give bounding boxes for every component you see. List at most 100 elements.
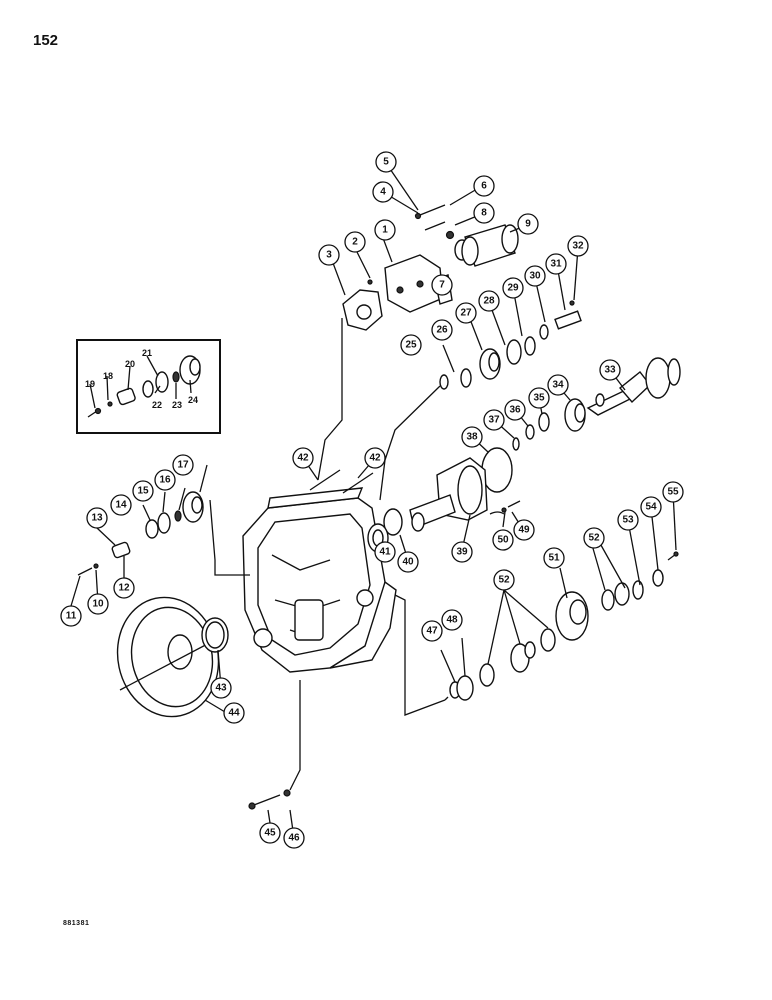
svg-text:13: 13: [91, 513, 103, 524]
callout-11: 11: [60, 605, 82, 627]
svg-text:42: 42: [297, 453, 309, 464]
svg-text:47: 47: [426, 626, 438, 637]
svg-text:14: 14: [115, 500, 127, 511]
callout-28: 28: [478, 290, 500, 312]
svg-text:48: 48: [446, 615, 458, 626]
svg-text:43: 43: [215, 683, 227, 694]
callout-1: 1: [374, 219, 396, 241]
callout-27: 27: [455, 302, 477, 324]
footer-code: 881381: [63, 920, 90, 927]
callout-43: 43: [210, 677, 232, 699]
callout-2: 2: [344, 231, 366, 253]
callout-42-right: 42: [364, 447, 386, 469]
svg-text:33: 33: [604, 365, 616, 376]
svg-text:27: 27: [460, 308, 472, 319]
inset-label-22: 22: [152, 400, 162, 410]
callout-49: 49: [513, 519, 535, 541]
svg-text:49: 49: [518, 525, 530, 536]
callout-31: 31: [545, 253, 567, 275]
svg-text:34: 34: [552, 380, 564, 391]
callout-9: 9: [517, 213, 539, 235]
svg-text:12: 12: [118, 583, 130, 594]
svg-text:10: 10: [92, 599, 104, 610]
callout-50: 50: [492, 529, 514, 551]
callout-3: 3: [318, 244, 340, 266]
upper-shaft-parts: [439, 300, 681, 432]
callout-7: 7: [431, 274, 453, 296]
svg-text:5: 5: [383, 157, 389, 168]
svg-text:31: 31: [550, 259, 562, 270]
svg-text:8: 8: [481, 208, 487, 219]
output-shaft-assembly: [367, 412, 550, 553]
callout-51: 51: [543, 547, 565, 569]
svg-text:52: 52: [498, 575, 510, 586]
svg-text:54: 54: [645, 502, 657, 513]
inset-label-18: 18: [103, 371, 113, 381]
inset-label-23: 23: [172, 400, 182, 410]
svg-text:30: 30: [529, 271, 541, 282]
callout-54: 54: [640, 496, 662, 518]
svg-text:25: 25: [405, 340, 417, 351]
svg-text:45: 45: [264, 828, 276, 839]
svg-text:4: 4: [380, 187, 386, 198]
svg-text:37: 37: [488, 415, 500, 426]
callout-4: 4: [372, 181, 394, 203]
callout-30: 30: [524, 265, 546, 287]
svg-text:39: 39: [456, 547, 468, 558]
pump-assembly: [342, 204, 519, 331]
callout-40: 40: [397, 551, 419, 573]
callout-15: 15: [132, 480, 154, 502]
callout-53: 53: [617, 509, 639, 531]
svg-text:26: 26: [436, 325, 448, 336]
svg-text:52: 52: [588, 533, 600, 544]
svg-text:38: 38: [466, 432, 478, 443]
callout-41: 41: [374, 541, 396, 563]
callout-36: 36: [504, 399, 526, 421]
callout-34: 34: [547, 374, 569, 396]
callout-13: 13: [86, 507, 108, 529]
inset-label-20: 20: [125, 359, 135, 369]
callout-52-center: 52: [493, 569, 515, 591]
svg-text:3: 3: [326, 250, 332, 261]
callout-14: 14: [110, 494, 132, 516]
callout-45: 45: [259, 822, 281, 844]
part-callouts: 1 2 3 4 5 6 7 8 9 10 11 12 13 14 15 16 1…: [60, 151, 684, 849]
inset-labels: 18 19 20 21 22 23 24: [85, 348, 198, 410]
callout-52-right: 52: [583, 527, 605, 549]
callout-39: 39: [451, 541, 473, 563]
callout-12: 12: [113, 577, 135, 599]
svg-text:42: 42: [369, 453, 381, 464]
callout-55: 55: [662, 481, 684, 503]
leader-lines: [70, 162, 677, 839]
svg-text:15: 15: [137, 486, 149, 497]
inset-detail-box: [76, 339, 221, 434]
callout-8: 8: [473, 202, 495, 224]
left-shaft-parts: [77, 491, 204, 576]
callout-38: 38: [461, 426, 483, 448]
svg-text:2: 2: [352, 237, 358, 248]
svg-text:36: 36: [509, 405, 521, 416]
callout-16: 16: [154, 469, 176, 491]
callout-5: 5: [375, 151, 397, 173]
page-number: 152: [33, 32, 59, 49]
callout-47: 47: [421, 620, 443, 642]
svg-text:53: 53: [622, 515, 634, 526]
callout-44: 44: [223, 702, 245, 724]
callout-37: 37: [483, 409, 505, 431]
svg-text:1: 1: [382, 225, 388, 236]
svg-text:51: 51: [548, 553, 560, 564]
svg-text:40: 40: [402, 557, 414, 568]
cover-plate: [116, 596, 229, 718]
transmission-housing: [242, 487, 397, 673]
callout-33: 33: [599, 359, 621, 381]
callout-29: 29: [502, 277, 524, 299]
svg-text:7: 7: [439, 280, 445, 291]
callout-26: 26: [431, 319, 453, 341]
callout-10: 10: [87, 593, 109, 615]
callout-32: 32: [567, 235, 589, 257]
svg-text:50: 50: [497, 535, 509, 546]
callout-25: 25: [400, 334, 422, 356]
inset-label-19: 19: [85, 379, 95, 389]
callout-46: 46: [283, 827, 305, 849]
